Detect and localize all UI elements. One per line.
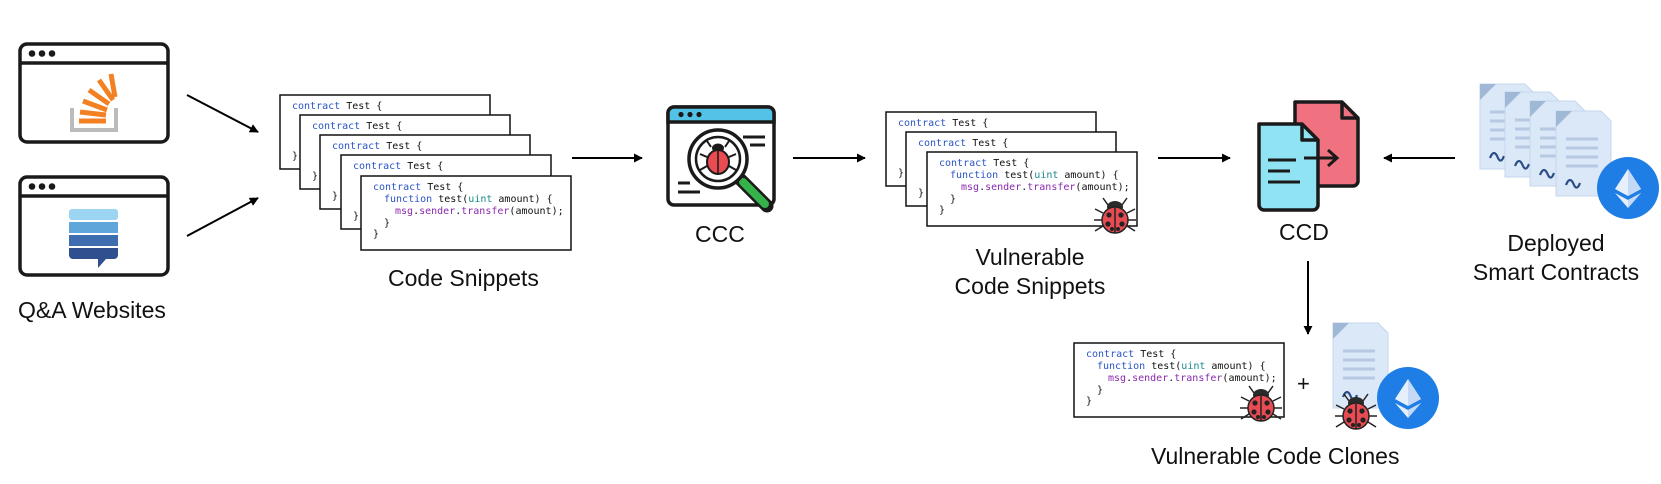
code-line-transfer: msg.sender.transfer(amount);	[1108, 373, 1277, 384]
vulnerable-snippets-line1: Vulnerable	[975, 244, 1085, 270]
vulnerable-snippet-stack: contract Test {}contract Test {}contract…	[885, 111, 1138, 234]
clone-contract-icon	[1331, 321, 1439, 430]
deployed-line2: Smart Contracts	[1472, 259, 1640, 285]
code-line-contract: contract Test {	[898, 118, 988, 129]
code-line-close-inner: }	[950, 194, 956, 205]
code-line-contract: contract Test {	[312, 121, 402, 132]
bug-magnifier-icon	[666, 105, 776, 213]
code-line-close-inner: }	[384, 218, 390, 229]
ccc-label: CCC	[695, 221, 745, 247]
code-line-function: function test(uint amount) {	[1097, 361, 1266, 372]
code-line-close-outer: }	[353, 211, 359, 222]
code-line-close-outer: }	[1086, 396, 1092, 407]
arrow-se-to-snippets	[186, 197, 259, 237]
stackoverflow-window	[18, 42, 170, 144]
code-line-transfer: msg.sender.transfer(amount);	[961, 182, 1130, 193]
code-line-contract: contract Test {	[332, 141, 422, 152]
arrow-so-to-snippets	[186, 94, 259, 133]
code-line-close-outer: }	[312, 171, 318, 182]
code-line-contract: contract Test {	[1086, 349, 1176, 360]
code-line-contract: contract Test {	[292, 101, 382, 112]
file-compare-icon	[1257, 100, 1360, 212]
code-line-close-outer: }	[292, 151, 298, 162]
code-line-close-outer: }	[918, 188, 924, 199]
code-card-3: contract Test {function test(uint amount…	[926, 151, 1138, 227]
code-line-contract: contract Test {	[373, 182, 463, 193]
ccd-label: CCD	[1279, 219, 1329, 245]
code-line-close-outer: }	[373, 229, 379, 240]
stackexchange-icon	[69, 209, 118, 268]
vulnerable-snippets-label: Vulnerable Code Snippets	[950, 243, 1110, 301]
code-line-contract: contract Test {	[939, 158, 1029, 169]
clone-snippet-card: contract Test {function test(uint amount…	[1073, 342, 1285, 422]
ethereum-contract-icon	[1478, 82, 1659, 219]
code-snippets-label: Code Snippets	[388, 265, 539, 291]
code-snippet-stack: contract Test {}contract Test {}contract…	[279, 94, 572, 251]
code-card-5: contract Test {function test(uint amount…	[360, 175, 572, 251]
qa-websites-label: Q&A Websites	[18, 297, 166, 323]
code-line-contract: contract Test {	[918, 138, 1008, 149]
code-line-close-outer: }	[332, 191, 338, 202]
plus-sign: +	[1297, 371, 1310, 396]
code-line-function: function test(uint amount) {	[384, 194, 553, 205]
code-line-close-inner: }	[1097, 385, 1103, 396]
code-line-transfer: msg.sender.transfer(amount);	[395, 206, 564, 217]
deployed-line1: Deployed	[1507, 230, 1605, 256]
code-line-close-outer: }	[898, 168, 904, 179]
code-line-function: function test(uint amount) {	[950, 170, 1119, 181]
code-line-close-outer: }	[939, 205, 945, 216]
code-line-contract: contract Test {	[353, 161, 443, 172]
stackoverflow-icon	[70, 73, 118, 132]
stackexchange-window	[18, 175, 170, 277]
deployed-contracts-label: Deployed Smart Contracts	[1466, 229, 1646, 287]
vulnerable-clones-label: Vulnerable Code Clones	[1151, 443, 1400, 469]
vulnerable-snippets-line2: Code Snippets	[954, 273, 1106, 299]
